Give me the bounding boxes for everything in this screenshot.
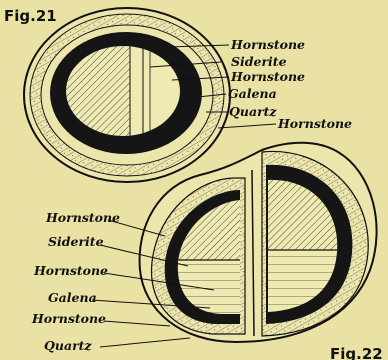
- fig21-label-siderite: Siderite: [231, 54, 287, 69]
- fig21-label-galena: Galena: [228, 86, 277, 101]
- fig22-label-siderite: Siderite: [48, 234, 104, 249]
- fig21-label-hornstone-inner: Hornstone: [230, 69, 305, 84]
- fig22-label-hornstone-low: Hornstone: [31, 311, 106, 326]
- fig21-label-quartz: Quartz: [229, 104, 277, 119]
- fig22-diagram: Hornstone Siderite Hornstone Galena Horn…: [31, 143, 383, 360]
- fig21-label-hornstone-crust: Hornstone: [277, 116, 352, 131]
- fig21-title: Fig.21: [4, 7, 57, 25]
- fig22-label-hornstone-mid: Hornstone: [33, 263, 108, 278]
- fig22-label-hornstone-top: Hornstone: [45, 210, 120, 225]
- fig21-label-hornstone-outer: Hornstone: [230, 37, 305, 52]
- fig22-label-galena: Galena: [48, 290, 97, 305]
- fig22-label-quartz: Quartz: [44, 338, 92, 353]
- fig22-title: Fig.22: [330, 345, 383, 360]
